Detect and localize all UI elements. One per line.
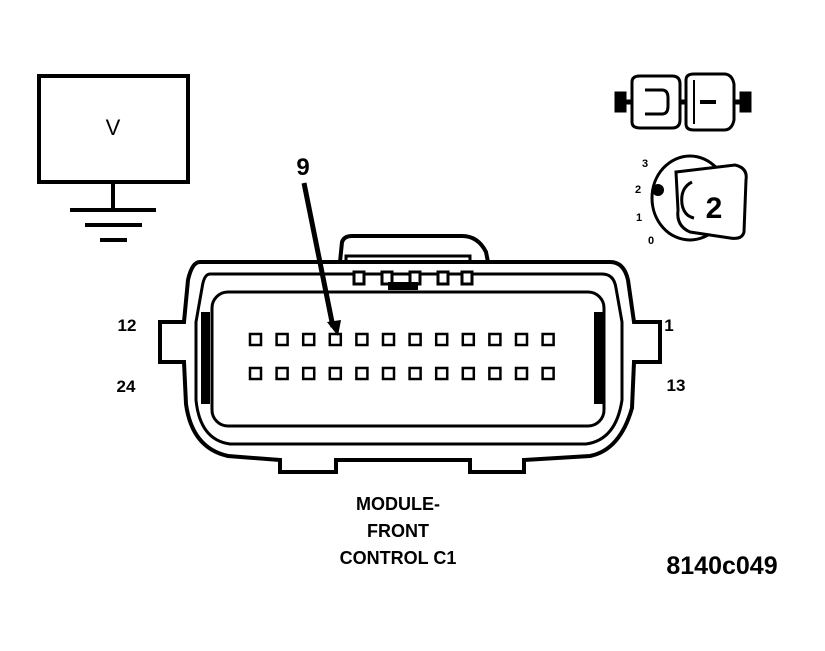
pin-cavity — [461, 366, 476, 381]
connector-caption: MODULE- FRONT CONTROL C1 — [340, 494, 457, 568]
pin-cavity — [248, 366, 263, 381]
pin-cavity — [301, 332, 316, 347]
pin-cavity — [461, 332, 476, 347]
caption-line-2: FRONT — [367, 521, 429, 541]
pin-label-top-left: 12 — [118, 316, 137, 335]
voltmeter-box — [37, 74, 190, 184]
latch-window-squares — [352, 270, 474, 290]
ignition-position-3: 3 — [642, 158, 648, 170]
pin-cavity — [381, 332, 396, 347]
pin-label-top-right: 1 — [664, 316, 673, 335]
ignition-key-icon — [650, 154, 748, 242]
pin-cavity — [381, 366, 396, 381]
pin-cavity — [488, 366, 502, 381]
connector-plug-icon — [614, 72, 752, 132]
ignition-selected-position: 2 — [706, 192, 723, 225]
pin-cavity — [541, 366, 555, 381]
pin-cavity — [408, 366, 422, 381]
pin-cavities — [248, 332, 555, 381]
connector-housing — [158, 234, 662, 474]
voltmeter-symbol: V — [106, 115, 121, 140]
figure-id: 8140c049 — [666, 552, 777, 580]
pin-cavity — [434, 332, 449, 347]
ignition-switch: 3 2 1 0 2 — [635, 154, 748, 247]
pin-cavity — [275, 332, 289, 347]
pin-cavity — [514, 332, 529, 347]
pin-callout: 9 — [296, 154, 341, 336]
ignition-position-1: 1 — [636, 212, 642, 224]
ground-icon — [70, 182, 156, 242]
caption-line-3: CONTROL C1 — [340, 548, 457, 568]
caption-line-1: MODULE- — [356, 494, 440, 514]
voltmeter: V — [37, 74, 190, 242]
ignition-position-0: 0 — [648, 235, 654, 247]
callout-arrow-line — [301, 182, 336, 328]
pin-label-bottom-right: 13 — [667, 376, 686, 395]
pin-cavity — [355, 366, 369, 381]
pin-cavity — [408, 332, 422, 347]
pin-cavity — [275, 366, 289, 381]
pin-label-bottom-left: 24 — [117, 377, 136, 396]
pin-cavity — [301, 366, 316, 381]
pin-cavity — [328, 332, 343, 347]
callout-pin-number: 9 — [296, 154, 309, 181]
pin-cavity — [488, 332, 502, 347]
pin-cavity — [248, 332, 263, 347]
pin-cavity — [514, 366, 529, 381]
callout-arrow-head — [327, 320, 341, 336]
pin-cavity — [328, 366, 343, 381]
ignition-position-2: 2 — [635, 184, 641, 196]
pin-cavity — [434, 366, 449, 381]
pin-cavity — [541, 332, 555, 347]
pin-cavity — [355, 332, 369, 347]
